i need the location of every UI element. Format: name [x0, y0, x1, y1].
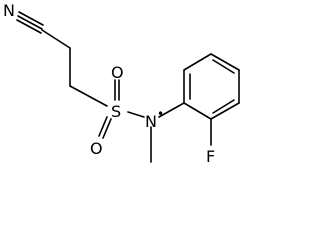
bond-c3-s: [69, 85, 108, 107]
benzene-ring: [183, 53, 240, 120]
bond-s-o-top: [114, 79, 120, 101]
atom-fluorine: F: [206, 147, 215, 166]
atom-nitrile-n: N: [3, 1, 15, 20]
bond-n-ring: [158, 102, 185, 118]
atom-sulfur: S: [111, 102, 121, 121]
atom-oxygen-bottom: O: [90, 139, 103, 158]
radical-dot: •: [157, 107, 164, 121]
bond-s-n: [127, 111, 145, 118]
bond-s-o-bottom: [98, 116, 112, 139]
atom-sulfonamide-n: N: [145, 112, 157, 131]
chemical-structure: N S O O N • F: [3, 1, 240, 166]
atom-oxygen-top: O: [111, 63, 124, 82]
bond-c1-c2: [41, 29, 71, 49]
nitrile-triple-bond: [16, 11, 44, 34]
